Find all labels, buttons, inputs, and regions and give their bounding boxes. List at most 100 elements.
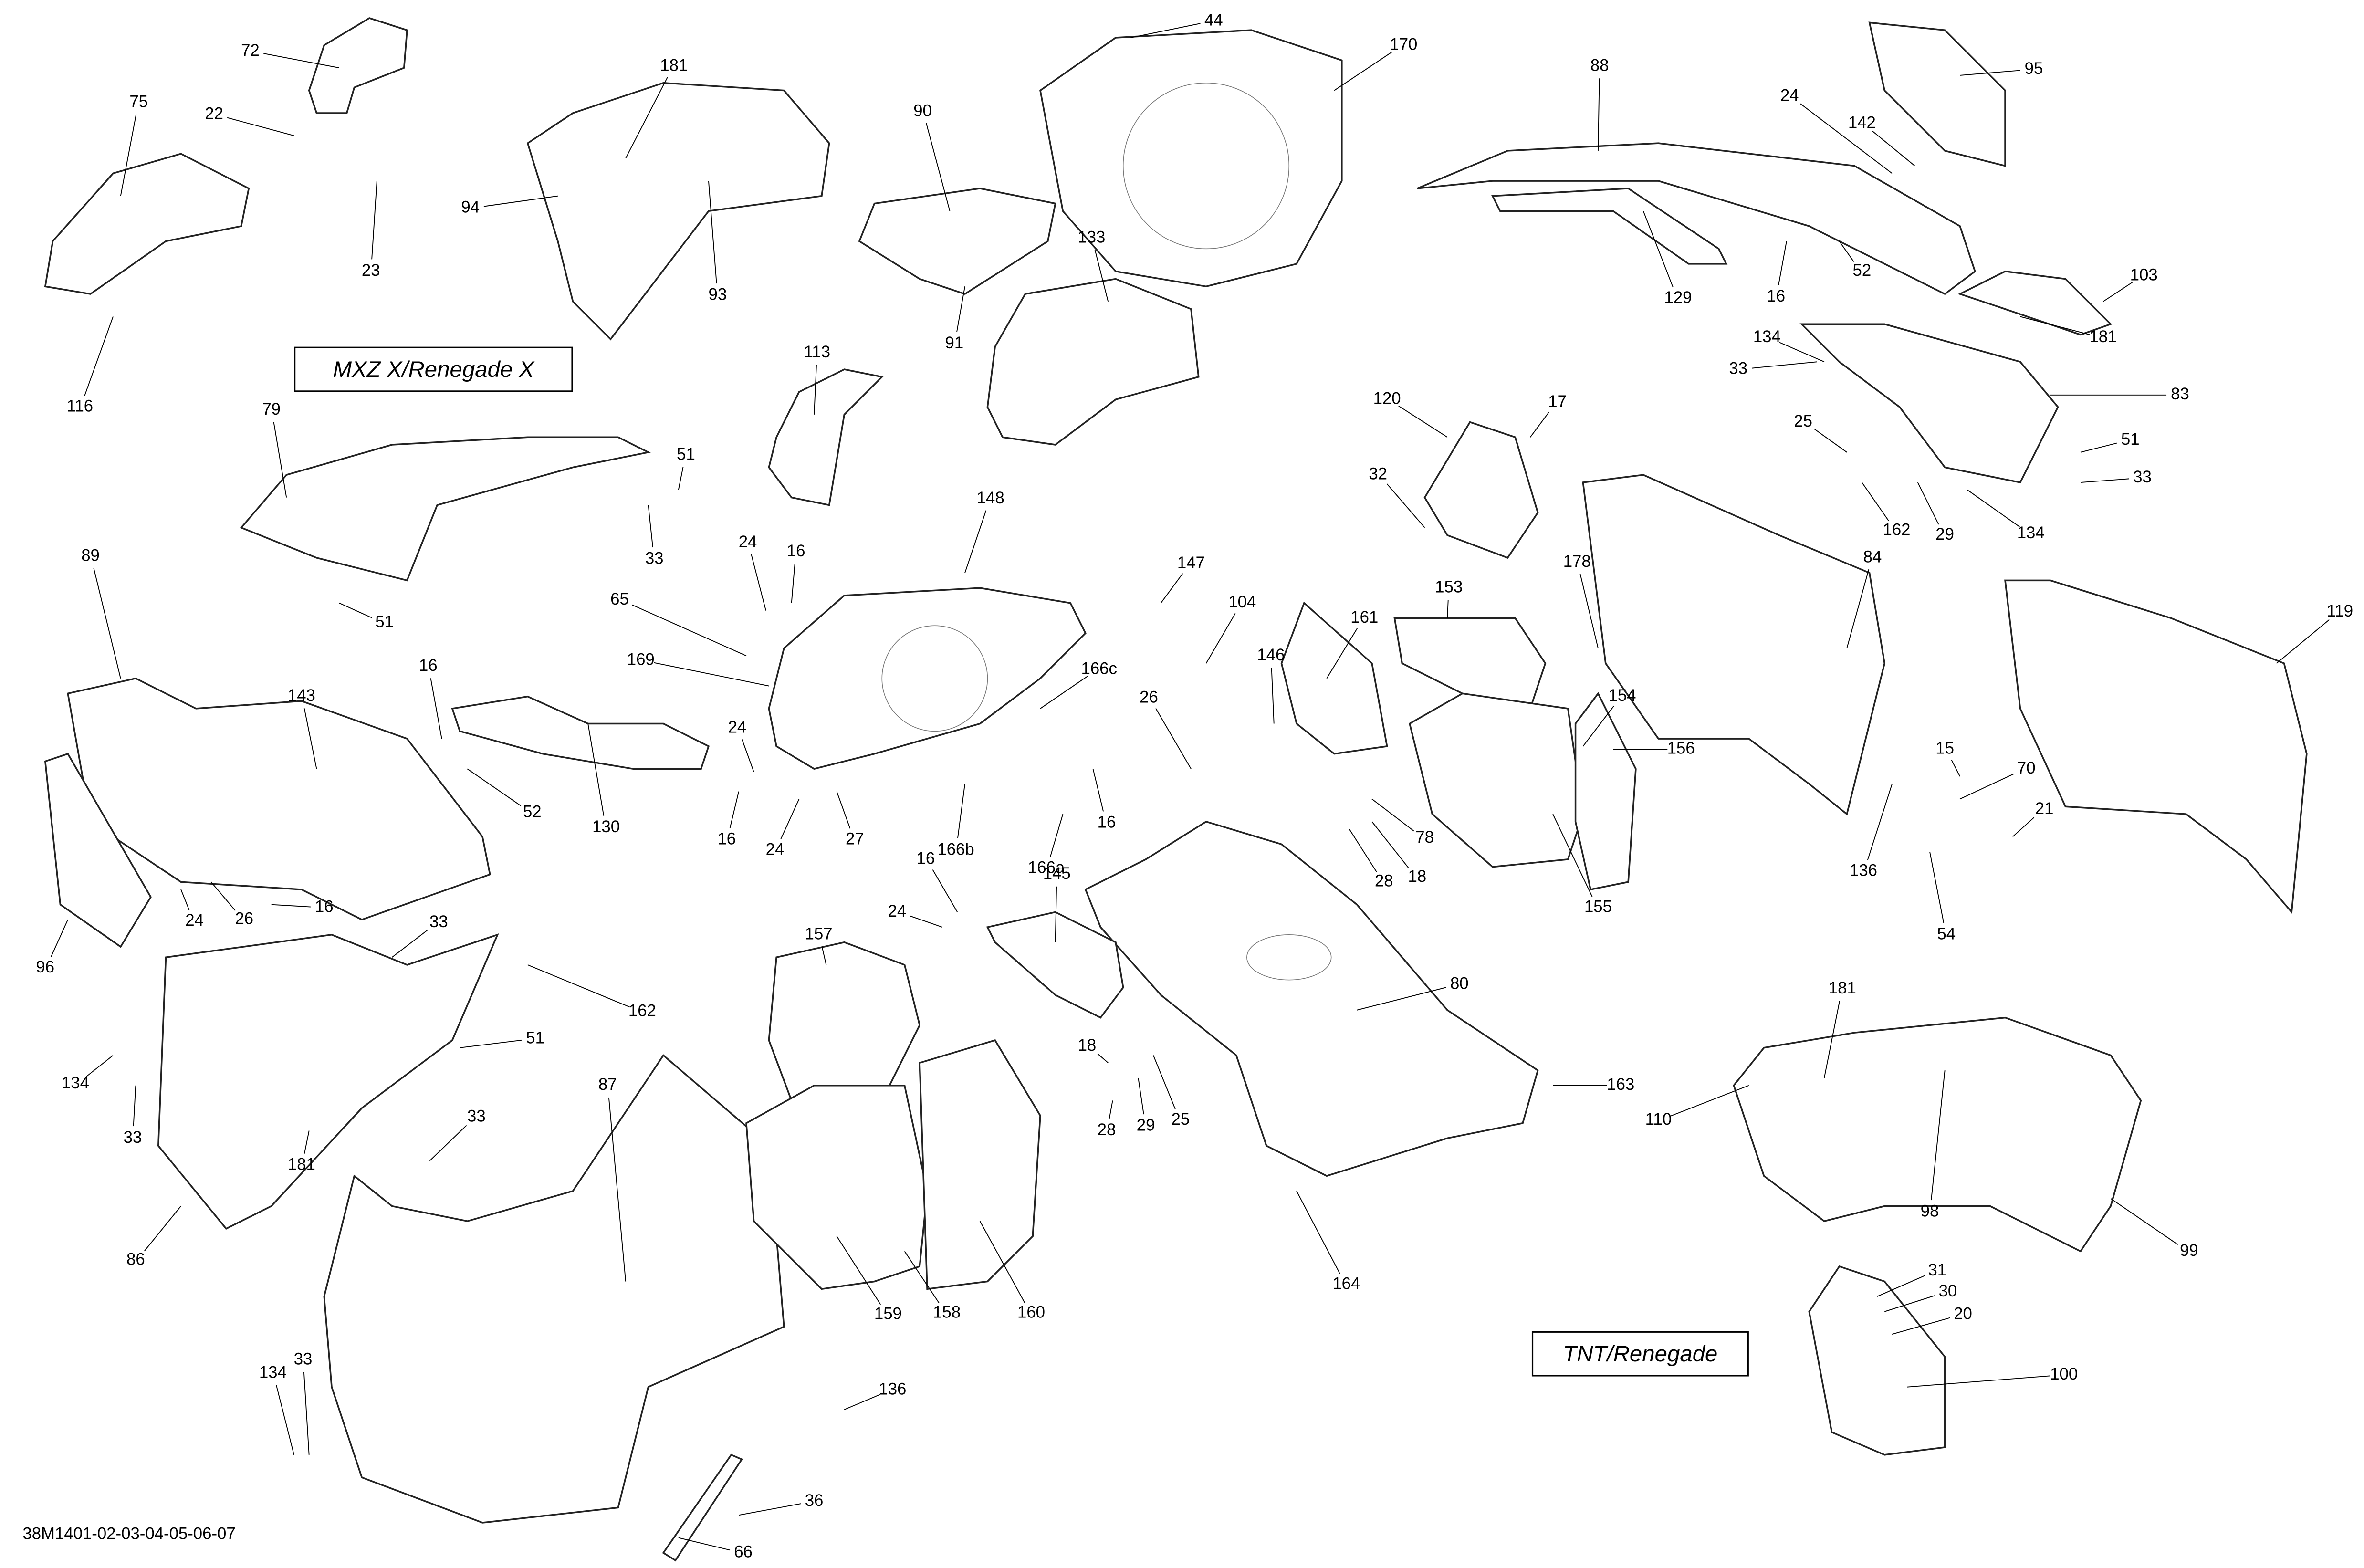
callout-154: 154 bbox=[1608, 687, 1636, 706]
callout-78: 78 bbox=[1415, 829, 1434, 847]
leader-line-91 bbox=[956, 286, 965, 332]
part-72 bbox=[308, 17, 408, 114]
leader-line-33 bbox=[1751, 361, 1817, 369]
leader-line-166c bbox=[1040, 676, 1088, 709]
callout-16: 16 bbox=[916, 850, 935, 868]
callout-162: 162 bbox=[1883, 522, 1911, 540]
leader-line-136 bbox=[1867, 784, 1893, 860]
part-94-93 bbox=[526, 82, 830, 341]
part-155 bbox=[1409, 692, 1584, 868]
leader-line-16 bbox=[1092, 769, 1104, 812]
leader-line-129 bbox=[1642, 210, 1674, 288]
leader-line-27 bbox=[836, 791, 851, 829]
part-170 bbox=[1039, 29, 1343, 288]
part-80 bbox=[1084, 820, 1539, 1177]
callout-33: 33 bbox=[293, 1350, 313, 1369]
leader-line-103 bbox=[2102, 282, 2133, 302]
leader-line-25 bbox=[1153, 1055, 1176, 1109]
leader-line-51 bbox=[678, 467, 684, 490]
callout-181: 181 bbox=[1828, 980, 1856, 998]
callout-16: 16 bbox=[418, 657, 438, 676]
leader-line-160 bbox=[979, 1221, 1025, 1303]
callout-52: 52 bbox=[1852, 262, 1872, 281]
leader-line-134 bbox=[86, 1055, 114, 1077]
callout-18: 18 bbox=[1408, 868, 1427, 887]
leader-line-33 bbox=[303, 1371, 310, 1455]
callout-24: 24 bbox=[888, 903, 907, 921]
leader-line-51 bbox=[460, 1039, 522, 1048]
part-169 bbox=[768, 587, 1087, 770]
callout-98: 98 bbox=[1920, 1203, 1939, 1222]
callout-51: 51 bbox=[375, 613, 394, 632]
callout-51: 51 bbox=[2121, 431, 2140, 449]
part-89-143 bbox=[67, 677, 491, 921]
callout-130: 130 bbox=[592, 818, 620, 837]
part-133 bbox=[986, 278, 1200, 446]
leader-line-178 bbox=[1579, 574, 1599, 648]
callout-103: 103 bbox=[2130, 267, 2158, 285]
callout-181: 181 bbox=[287, 1156, 315, 1175]
part-98-110 bbox=[1733, 1016, 2142, 1253]
callout-160: 160 bbox=[1017, 1304, 1046, 1322]
part-160 bbox=[919, 1039, 1041, 1290]
callout-20: 20 bbox=[1954, 1306, 1972, 1324]
leader-line-96 bbox=[50, 919, 69, 957]
part-79 bbox=[240, 436, 651, 582]
leader-line-113 bbox=[814, 365, 817, 415]
leader-line-15 bbox=[1951, 759, 1961, 777]
part-88 bbox=[1417, 142, 1976, 295]
leader-line-161 bbox=[1326, 628, 1358, 679]
leader-line-25 bbox=[1814, 429, 1847, 453]
callout-170: 170 bbox=[1390, 36, 1418, 54]
leader-line-36 bbox=[738, 1503, 801, 1516]
leader-line-33 bbox=[429, 1125, 467, 1161]
part-87 bbox=[323, 1054, 785, 1524]
callout-161: 161 bbox=[1350, 609, 1379, 627]
callout-29: 29 bbox=[1935, 526, 1954, 544]
leader-line-181 bbox=[1823, 1001, 1841, 1078]
leader-line-54 bbox=[1929, 851, 1945, 923]
callout-79: 79 bbox=[262, 401, 281, 419]
leader-line-148 bbox=[964, 510, 987, 573]
leader-line-21 bbox=[2012, 817, 2035, 837]
leader-line-33 bbox=[133, 1085, 136, 1127]
callout-33: 33 bbox=[429, 913, 448, 932]
part-66 bbox=[662, 1453, 743, 1562]
callout-110: 110 bbox=[1645, 1111, 1672, 1129]
leader-line-94 bbox=[483, 195, 558, 207]
callout-119: 119 bbox=[2326, 603, 2354, 621]
callout-44: 44 bbox=[1204, 12, 1223, 31]
leader-line-159 bbox=[836, 1236, 881, 1305]
part-156 bbox=[1574, 692, 1637, 891]
callout-181: 181 bbox=[660, 57, 688, 75]
leader-line-169 bbox=[654, 662, 769, 687]
callout-155: 155 bbox=[1584, 899, 1612, 917]
leader-line-170 bbox=[1334, 51, 1393, 91]
part-145 bbox=[986, 911, 1124, 1019]
leader-line-145 bbox=[1055, 886, 1057, 942]
callout-162: 162 bbox=[628, 1003, 656, 1021]
callout-96: 96 bbox=[36, 959, 55, 977]
leader-line-164 bbox=[1296, 1191, 1340, 1274]
callout-25: 25 bbox=[1794, 413, 1812, 431]
leader-line-33 bbox=[391, 929, 429, 958]
leader-line-75 bbox=[120, 114, 137, 196]
leader-line-134 bbox=[1967, 490, 2020, 527]
part-100 bbox=[1808, 1265, 1946, 1456]
part-161 bbox=[1280, 601, 1388, 755]
callout-33: 33 bbox=[645, 550, 664, 569]
callout-29: 29 bbox=[1136, 1117, 1155, 1136]
callout-142: 142 bbox=[1848, 115, 1876, 133]
leader-line-143 bbox=[303, 708, 317, 769]
callout-129: 129 bbox=[1664, 289, 1692, 308]
callout-156: 156 bbox=[1667, 740, 1695, 759]
callout-65: 65 bbox=[610, 591, 629, 609]
callout-21: 21 bbox=[2035, 800, 2054, 819]
callout-145: 145 bbox=[1043, 865, 1071, 884]
callout-24: 24 bbox=[728, 719, 747, 737]
callout-16: 16 bbox=[1767, 288, 1786, 306]
part-84 bbox=[1582, 474, 1886, 816]
callout-26: 26 bbox=[1140, 689, 1158, 707]
callout-164: 164 bbox=[1332, 1275, 1360, 1294]
